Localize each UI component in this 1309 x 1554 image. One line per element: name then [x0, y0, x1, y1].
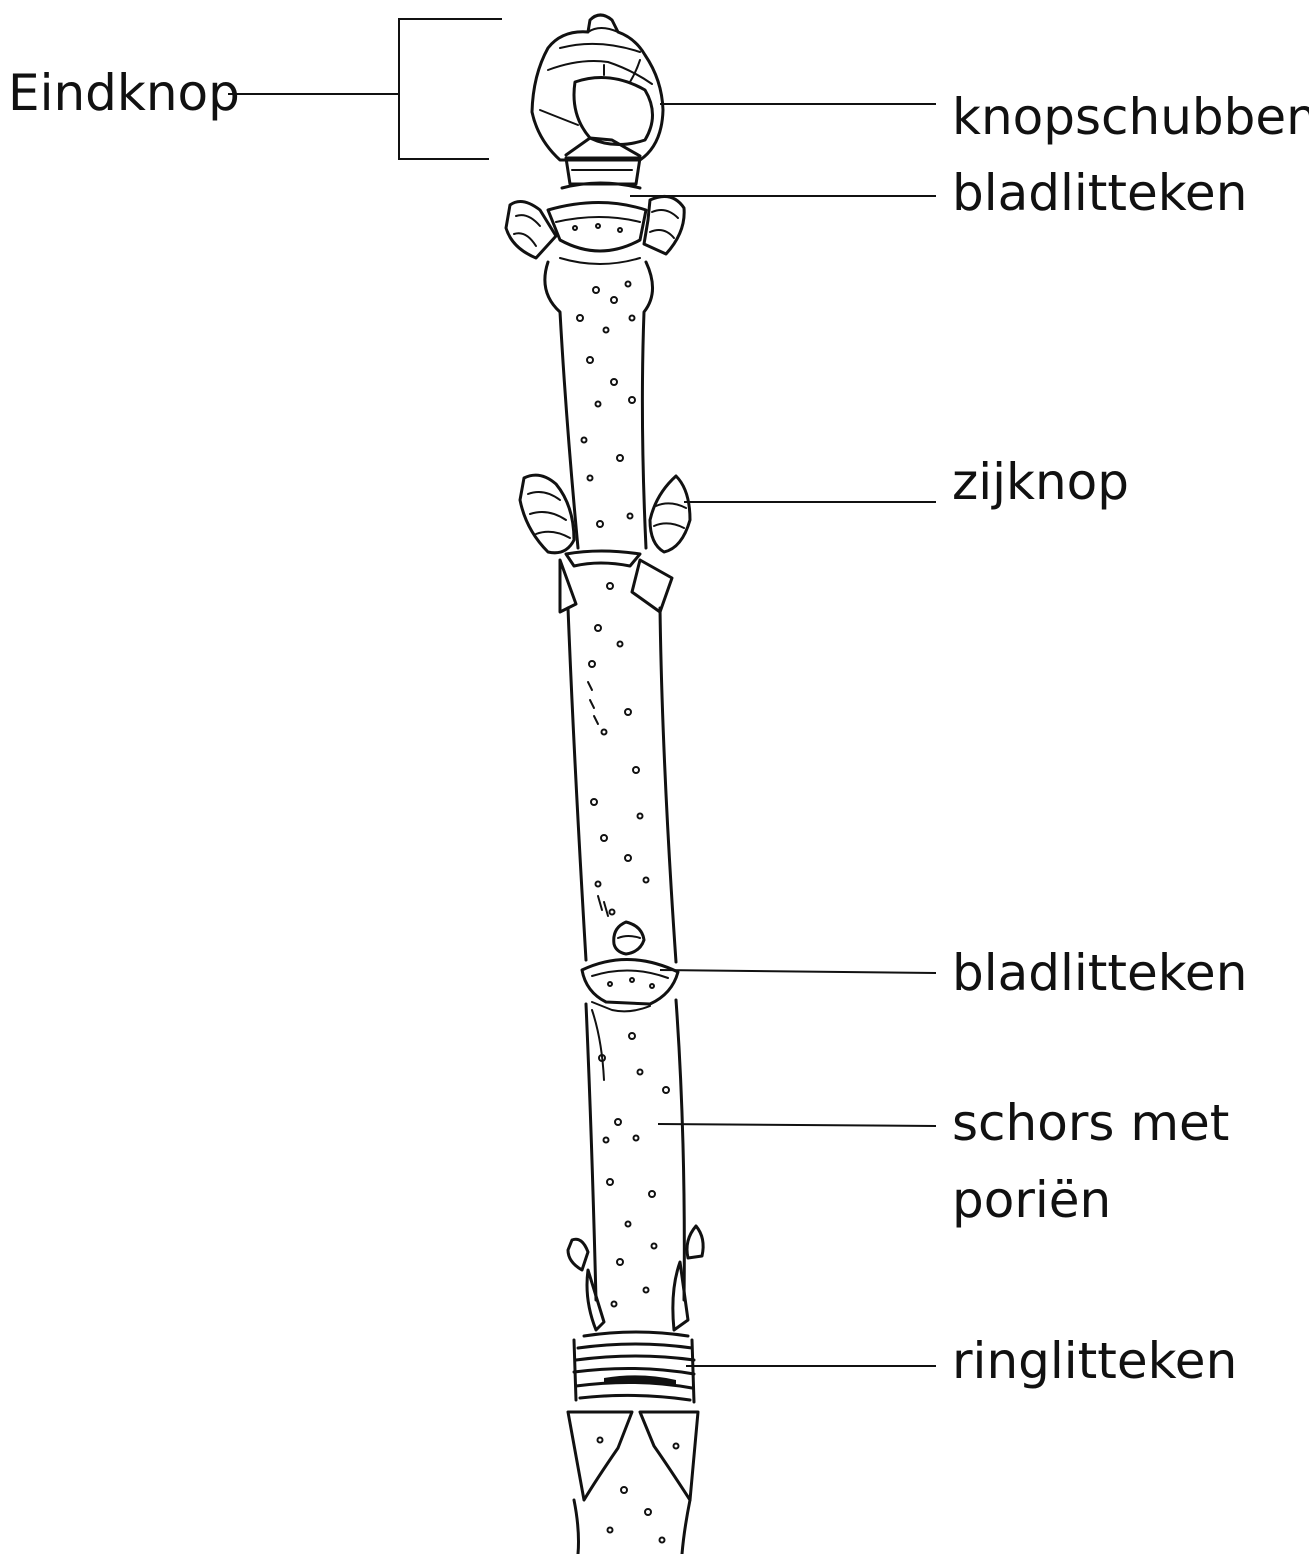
label-zijknop: zijknop: [952, 457, 1129, 507]
lateral-buds: [520, 475, 690, 612]
middle-stem: [568, 583, 676, 962]
ring-scar: [574, 1332, 694, 1402]
lower-stem: [568, 1000, 703, 1330]
schors-leader: [658, 1124, 936, 1126]
label-ringlitteken: ringlitteken: [952, 1336, 1237, 1386]
middle-leaf-scar: [582, 959, 678, 1011]
upper-stem: [545, 258, 653, 548]
middle-stem-pores: [589, 583, 649, 915]
base-stem-pores: [598, 1438, 679, 1543]
terminal-bud: [532, 15, 663, 188]
bladlitteken-mid-leader: [660, 970, 936, 973]
label-knopschubben: knopschubben: [952, 92, 1309, 142]
label-bladlitteken-mid: bladlitteken: [952, 948, 1247, 998]
label-bladlitteken-top: bladlitteken: [952, 168, 1247, 218]
leader-lines: [228, 19, 936, 1366]
label-schors-line2: poriën: [952, 1175, 1111, 1225]
label-eindknop: Eindknop: [8, 68, 240, 118]
top-leaf-scar: [506, 196, 684, 258]
upper-stem-pores: [577, 282, 635, 528]
label-schors-line1: schors met: [952, 1098, 1229, 1148]
lower-stem-pores: [599, 1033, 669, 1307]
eindknop-bracket: [399, 19, 502, 159]
base-stem: [568, 1412, 698, 1554]
